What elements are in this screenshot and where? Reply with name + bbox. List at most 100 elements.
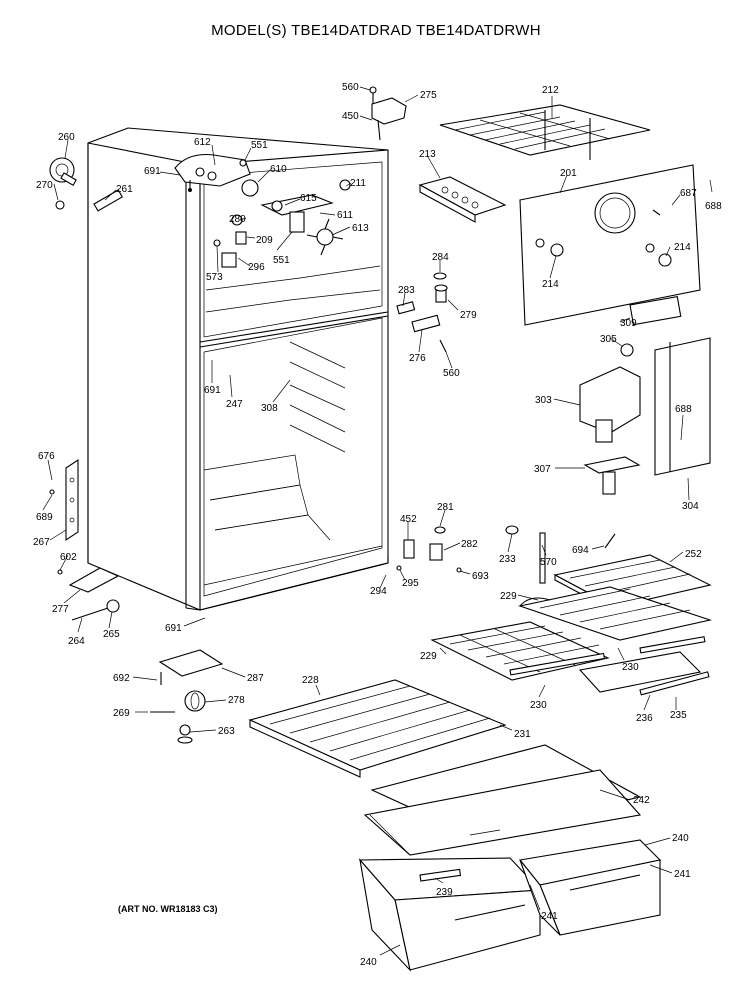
part-label: 602 — [60, 552, 77, 563]
part-label: 264 — [68, 636, 85, 647]
shelf-bracket — [505, 525, 616, 584]
bottom-hinge-277 — [57, 567, 120, 593]
part-label: 693 — [472, 571, 489, 582]
part-label: 233 — [499, 554, 516, 565]
leader-lines — [42, 86, 713, 956]
part-labels: 560 275 450 212 260 612 551 213 691 610 … — [33, 82, 722, 968]
part-label: 260 — [58, 132, 75, 143]
part-label: 270 — [36, 180, 53, 191]
part-label: 212 — [542, 85, 559, 96]
part-label: 201 — [560, 168, 577, 179]
part-label: 230 — [622, 662, 639, 673]
fan-motor-611 — [231, 179, 351, 256]
damper-parts — [396, 272, 448, 353]
top-hinge-275 — [369, 86, 407, 141]
part-label: 265 — [103, 629, 120, 640]
part-label: 211 — [350, 178, 366, 189]
glass-shelf-228 — [248, 679, 507, 778]
part-label: 229 — [500, 591, 517, 602]
part-label: 276 — [409, 353, 426, 364]
part-label: 275 — [420, 90, 437, 101]
crisper-drawer-right — [518, 839, 662, 936]
part-label: 303 — [535, 395, 552, 406]
part-label: 284 — [432, 252, 449, 263]
part-label: 610 — [270, 164, 287, 175]
part-label: 308 — [261, 403, 278, 414]
part-label: 694 — [572, 545, 589, 556]
part-label: 228 — [302, 675, 319, 686]
part-label: 230 — [530, 700, 547, 711]
part-label: 236 — [636, 713, 653, 724]
middle-parts — [396, 526, 462, 573]
crisper-drawer-left — [358, 857, 542, 972]
part-label: 296 — [248, 262, 265, 273]
light-socket-209 — [213, 231, 247, 268]
part-label: 551 — [251, 140, 268, 151]
part-label: 269 — [113, 708, 130, 719]
part-label: 278 — [228, 695, 245, 706]
part-label: 282 — [461, 539, 478, 550]
part-label: 689 — [36, 512, 53, 523]
part-label: 241 — [674, 869, 691, 880]
part-label: 209 — [256, 235, 273, 246]
roller-264-265 — [71, 599, 120, 621]
part-label: 281 — [437, 502, 454, 513]
part-label: 240 — [672, 833, 689, 844]
part-label: 214 — [542, 279, 559, 290]
part-label: 309 — [620, 318, 637, 329]
rails-230 — [509, 636, 706, 676]
part-label: 691 — [204, 385, 221, 396]
part-label: 452 — [400, 514, 417, 525]
part-label: 214 — [674, 242, 691, 253]
crisper-cover-242 — [363, 744, 642, 856]
light-bulb-261 — [93, 189, 124, 212]
part-label: 611 — [337, 210, 353, 221]
part-label: 307 — [534, 464, 551, 475]
part-label: 241 — [541, 911, 558, 922]
cabinet — [87, 127, 389, 611]
part-label: 261 — [116, 184, 133, 195]
part-label: 687 — [680, 188, 697, 199]
part-label: 213 — [419, 149, 436, 160]
drawer-236 — [578, 651, 710, 696]
part-label: 551 — [273, 255, 290, 266]
fresh-food-controls — [579, 296, 711, 495]
part-label: 267 — [33, 537, 50, 548]
part-label: 688 — [705, 201, 722, 212]
part-label: 280 — [229, 214, 246, 225]
part-label: 239 — [436, 887, 453, 898]
part-label: 692 — [113, 673, 130, 684]
part-label: 688 — [675, 404, 692, 415]
part-label: 560 — [443, 368, 460, 379]
crisper-rail-239 — [419, 868, 462, 882]
hinge-plate-267 — [49, 458, 79, 542]
control-housing-612 — [174, 153, 259, 197]
thermostat-knob-260 — [49, 157, 77, 210]
part-label: 247 — [226, 399, 243, 410]
part-label: 263 — [218, 726, 235, 737]
part-label: 287 — [247, 673, 264, 684]
part-label: 229 — [420, 651, 437, 662]
ice-tray-213 — [418, 176, 507, 223]
diagram-title: MODEL(S) TBE14DATDRAD TBE14DATDRWH — [211, 22, 541, 39]
part-label: 612 — [194, 137, 211, 148]
part-label: 560 — [342, 82, 359, 93]
part-label: 676 — [38, 451, 55, 462]
part-label: 613 — [352, 223, 369, 234]
part-label: 570 — [540, 557, 557, 568]
part-label: 450 — [342, 111, 359, 122]
part-label: 305 — [600, 334, 617, 345]
part-label: 691 — [144, 166, 161, 177]
part-label: 304 — [682, 501, 699, 512]
part-label: 279 — [460, 310, 477, 321]
part-label: 691 — [165, 623, 182, 634]
part-label: 252 — [685, 549, 702, 560]
part-label: 242 — [633, 795, 650, 806]
part-label: 573 — [206, 272, 223, 283]
art-number: (ART NO. WR18183 C3) — [118, 904, 218, 914]
part-label: 240 — [360, 957, 377, 968]
part-label: 615 — [300, 193, 317, 204]
part-label: 295 — [402, 578, 419, 589]
part-label: 283 — [398, 285, 415, 296]
